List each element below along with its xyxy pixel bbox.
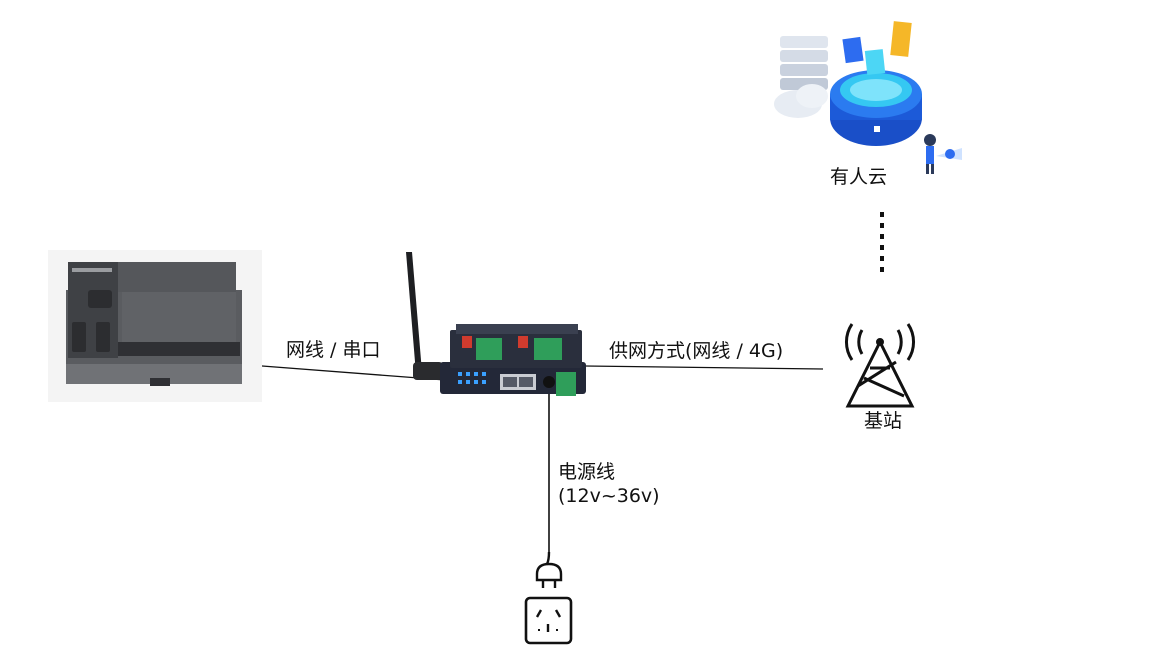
power-range-label: (12v~36v) — [558, 485, 660, 507]
cloud-platform-icon — [774, 21, 962, 174]
supply-mode-label: 供网方式(网线 / 4G) — [609, 340, 784, 362]
plc-to-gateway-line — [235, 363, 446, 381]
antenna-icon — [406, 252, 443, 380]
power-cable-label: 电源线 — [558, 461, 616, 483]
plc-device-icon — [48, 250, 262, 402]
power-socket-icon — [524, 596, 573, 645]
cloud-label: 有人云 — [830, 166, 888, 188]
gateway-device-icon — [440, 324, 586, 396]
gateway-to-tower-line — [584, 365, 824, 370]
tower-icon — [845, 323, 915, 408]
cable-serial-label: 网线 / 串口 — [286, 339, 381, 361]
power-plug-icon — [535, 551, 563, 588]
base-station-label: 基站 — [864, 410, 903, 432]
